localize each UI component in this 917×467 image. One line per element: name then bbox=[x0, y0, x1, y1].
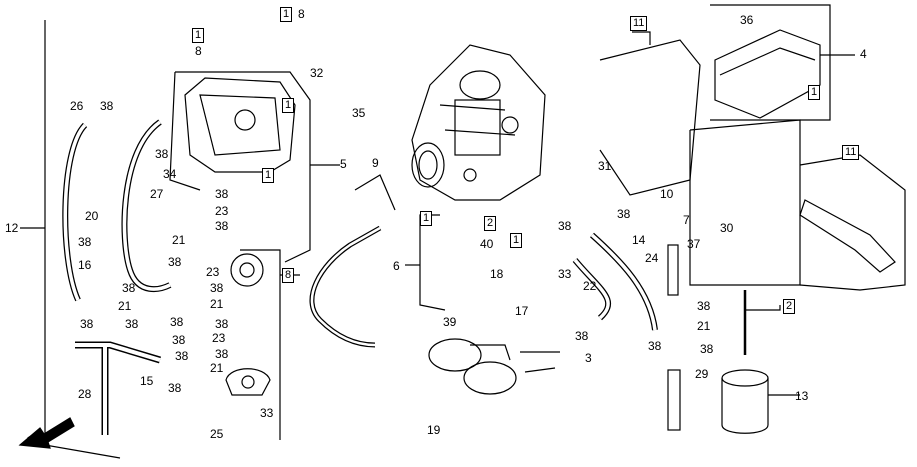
ref-box-1: 1 bbox=[262, 168, 275, 183]
part-label-21: 21 bbox=[210, 297, 224, 311]
tube-24 bbox=[667, 244, 679, 296]
part-label-30: 30 bbox=[720, 221, 734, 235]
part-label-38: 38 bbox=[175, 349, 189, 363]
part-label-38: 38 bbox=[170, 315, 184, 329]
part-label-40: 40 bbox=[480, 237, 494, 251]
part-label-36: 36 bbox=[740, 13, 754, 27]
part-label-12: 12 bbox=[5, 221, 19, 235]
ref-box-1: 1 bbox=[192, 28, 205, 43]
part-label-23: 23 bbox=[212, 331, 226, 345]
ref-box-8: 8 bbox=[282, 268, 295, 283]
part-label-38: 38 bbox=[122, 281, 136, 295]
part-label-34: 34 bbox=[163, 167, 177, 181]
part-label-4: 4 bbox=[860, 47, 867, 61]
part-label-33: 33 bbox=[558, 267, 572, 281]
ref-box-11: 11 bbox=[630, 16, 648, 31]
float-chamber bbox=[184, 77, 296, 173]
part-label-8: 8 bbox=[298, 7, 305, 21]
hose-26 bbox=[62, 122, 88, 302]
ref-box-1: 1 bbox=[280, 7, 293, 22]
top-cover-4 bbox=[714, 29, 855, 119]
fr-arrow-icon bbox=[18, 417, 75, 449]
part-label-31: 31 bbox=[598, 159, 612, 173]
part-label-23: 23 bbox=[206, 265, 220, 279]
part-label-29: 29 bbox=[695, 367, 709, 381]
part-label-9: 9 bbox=[372, 156, 379, 170]
tube-29 bbox=[667, 369, 681, 431]
part-label-38: 38 bbox=[125, 317, 139, 331]
part-label-38: 38 bbox=[80, 317, 94, 331]
part-label-28: 28 bbox=[78, 387, 92, 401]
ref-box-11: 11 bbox=[842, 145, 860, 160]
part-label-38: 38 bbox=[100, 99, 114, 113]
part-label-38: 38 bbox=[215, 317, 229, 331]
part-label-21: 21 bbox=[118, 299, 132, 313]
part-label-38: 38 bbox=[172, 333, 186, 347]
part-label-6: 6 bbox=[393, 259, 400, 273]
part-label-22: 22 bbox=[583, 279, 597, 293]
part-label-37: 37 bbox=[687, 237, 701, 251]
part-label-27: 27 bbox=[150, 187, 164, 201]
part-label-38: 38 bbox=[700, 342, 714, 356]
part-label-32: 32 bbox=[310, 66, 324, 80]
part-label-13: 13 bbox=[795, 389, 809, 403]
part-label-38: 38 bbox=[215, 219, 229, 233]
float-3 bbox=[428, 338, 560, 395]
part-label-38: 38 bbox=[215, 347, 229, 361]
part-label-3: 3 bbox=[585, 351, 592, 365]
group-bracket-8 bbox=[240, 249, 281, 440]
part-label-38: 38 bbox=[617, 207, 631, 221]
part-label-39: 39 bbox=[443, 315, 457, 329]
ref-box-1: 1 bbox=[420, 211, 433, 226]
part-label-38: 38 bbox=[78, 235, 92, 249]
part-label-38: 38 bbox=[168, 381, 182, 395]
part-label-38: 38 bbox=[215, 187, 229, 201]
part-label-38: 38 bbox=[210, 281, 224, 295]
part-label-20: 20 bbox=[85, 209, 99, 223]
part-label-38: 38 bbox=[155, 147, 169, 161]
throttle-cable-9 bbox=[309, 225, 382, 348]
part-label-21: 21 bbox=[210, 361, 224, 375]
part-label-35: 35 bbox=[352, 106, 366, 120]
ref-box-2: 2 bbox=[783, 299, 796, 314]
part-label-21: 21 bbox=[172, 233, 186, 247]
part-label-10: 10 bbox=[660, 187, 674, 201]
part-label-18: 18 bbox=[490, 267, 504, 281]
part-label-5: 5 bbox=[340, 157, 347, 171]
ref-box-1: 1 bbox=[282, 98, 295, 113]
part-label-17: 17 bbox=[515, 304, 529, 318]
part-label-33: 33 bbox=[260, 406, 274, 420]
part-label-19: 19 bbox=[427, 423, 441, 437]
part-label-25: 25 bbox=[210, 427, 224, 441]
part-label-16: 16 bbox=[78, 258, 92, 272]
part-label-8: 8 bbox=[195, 44, 202, 58]
part-label-38: 38 bbox=[648, 339, 662, 353]
part-label-38: 38 bbox=[558, 219, 572, 233]
part-label-21: 21 bbox=[697, 319, 711, 333]
part-label-7: 7 bbox=[683, 213, 690, 227]
part-label-15: 15 bbox=[140, 374, 154, 388]
ref-box-1: 1 bbox=[808, 85, 821, 100]
part-label-23: 23 bbox=[215, 204, 229, 218]
part-label-26: 26 bbox=[70, 99, 84, 113]
part-label-14: 14 bbox=[632, 233, 646, 247]
part-label-38: 38 bbox=[575, 329, 589, 343]
ref-box-1: 1 bbox=[510, 233, 523, 248]
carburetor-body bbox=[411, 44, 546, 201]
part-label-24: 24 bbox=[645, 251, 659, 265]
part-label-38: 38 bbox=[168, 255, 182, 269]
group-bracket-5 bbox=[175, 71, 311, 263]
cup-13 bbox=[721, 369, 769, 434]
ref-box-2: 2 bbox=[484, 216, 497, 231]
part-label-38: 38 bbox=[697, 299, 711, 313]
